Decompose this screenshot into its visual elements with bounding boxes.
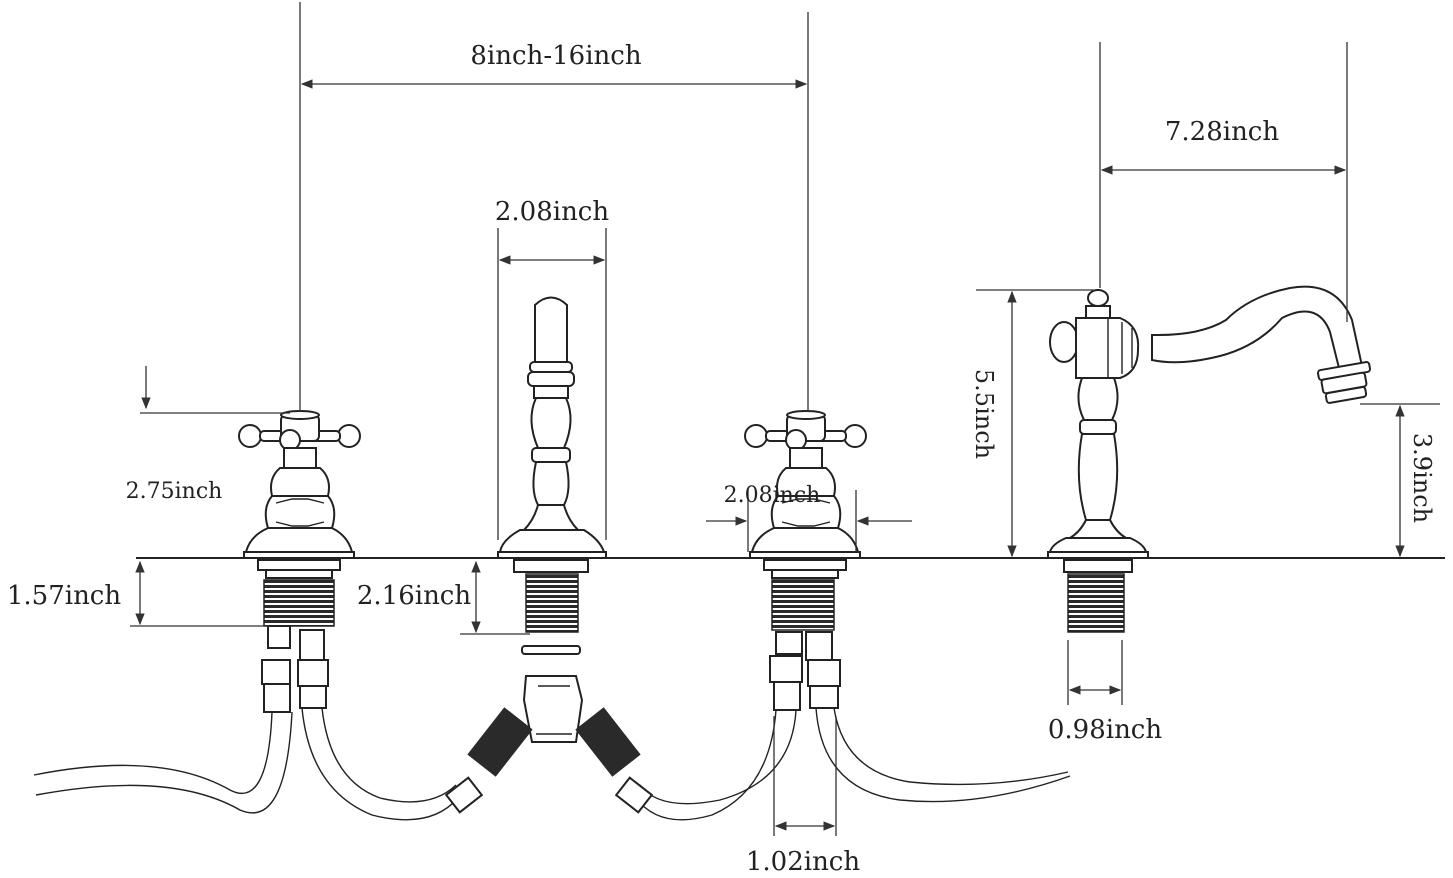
right-handle	[744, 410, 867, 711]
left-handle	[238, 410, 361, 713]
dim-label-shank-handle: 1.57inch	[7, 581, 122, 611]
dim-label-spout-reach: 7.28inch	[1165, 117, 1280, 147]
dim-label-handle-height: 2.75inch	[126, 479, 223, 504]
dim-label-handle-base-width: 2.08inch	[724, 483, 821, 508]
dim-label-shank-sprayer: 2.16inch	[357, 581, 472, 611]
spout	[1047, 285, 1371, 633]
dim-label-shank-diameter: 0.98inch	[1048, 715, 1163, 745]
dim-label-handle-spread: 8inch-16inch	[470, 41, 641, 71]
dimension-lines	[130, 2, 1440, 836]
left-supply-hoses	[33, 707, 484, 821]
dim-label-sprayer-width: 2.08inch	[495, 197, 610, 227]
dim-label-spout-height: 5.5inch	[970, 369, 998, 459]
center-sprayer	[467, 296, 641, 777]
dim-label-supply-spacing: 1.02inch	[746, 847, 861, 877]
dim-label-spout-clearance: 3.9inch	[1408, 433, 1436, 523]
right-supply-hoses	[614, 707, 1071, 821]
